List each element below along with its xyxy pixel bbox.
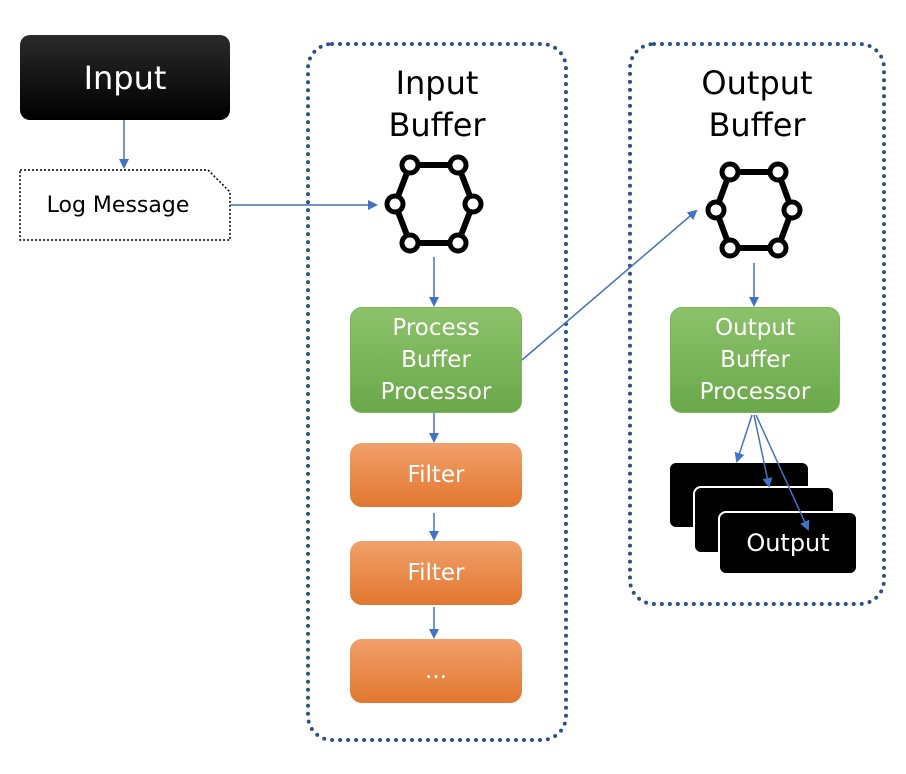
output-buffer-processor: Output Buffer Processor [670,307,840,413]
ring-buffer-icon [705,161,803,259]
arrow-processor-to-output-middle [753,414,773,488]
input-buffer-title: Input Buffer [388,64,486,144]
output-label: Output [746,529,830,557]
output-buffer-title: Output Buffer [701,64,813,144]
input-buffer-group [306,42,568,742]
arrow-processor-to-output-buffer [521,209,698,361]
arrow-processor-to-output-back [734,414,753,463]
output-buffer-group [628,42,886,606]
filter-node-2: Filter [350,541,522,605]
input-node: Input [20,35,230,120]
log-message-label: Log Message [46,192,190,218]
filter-node-more: ... [350,639,522,703]
arrow-processor-to-output-front [755,414,810,531]
output-card-front: Output [718,511,858,575]
ring-buffer-icon [384,154,484,254]
process-buffer-processor: Process Buffer Processor [350,307,522,413]
filter-node-1: Filter [350,443,522,507]
log-message-node: Log Message [20,170,216,240]
input-label: Input [83,58,167,97]
